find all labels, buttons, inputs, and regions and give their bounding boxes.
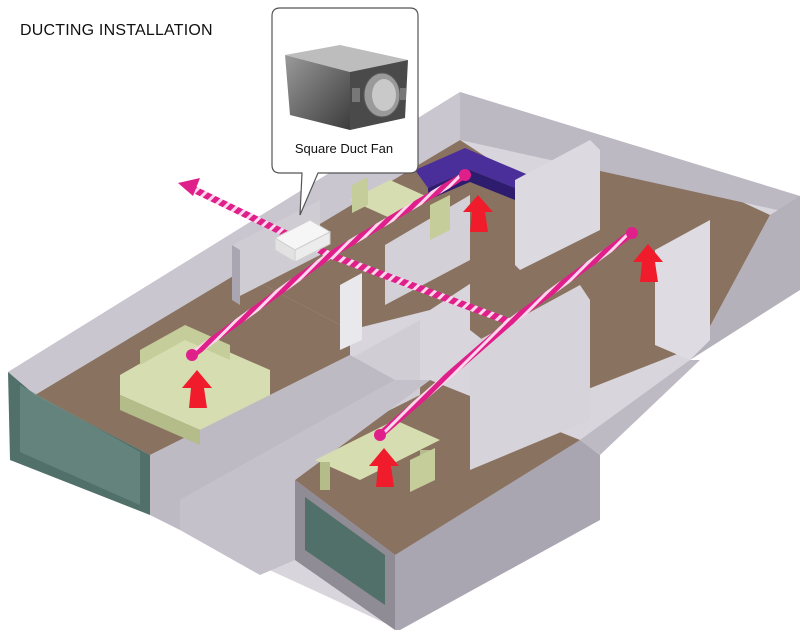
wall-partition-3 [515, 140, 600, 270]
airflow-arrow-icon [633, 244, 663, 282]
airflow-arrow-icon [182, 370, 212, 408]
kitchen-counter [415, 148, 545, 192]
diagram-title: DUCTING INSTALLATION [20, 22, 213, 39]
kitchen-chair-2 [352, 177, 368, 213]
dining-table [315, 420, 440, 480]
wall-back-right [460, 92, 800, 215]
vent-kitchen [459, 169, 471, 181]
vent-front-room [374, 429, 386, 441]
airflow-arrow-icon [369, 448, 399, 487]
airflow-arrows [182, 195, 663, 487]
vent-living [186, 349, 198, 361]
wall-front-mid [180, 380, 430, 575]
ceiling-fan-unit [273, 219, 332, 263]
duct-to-living [189, 252, 333, 358]
window-front-glass [305, 497, 385, 605]
vent-bedroom [626, 227, 638, 239]
wall-partition-1-side [232, 245, 240, 305]
window-wall-glass [20, 385, 140, 505]
exhaust-arrow-icon [178, 178, 200, 196]
callout-bubble [271, 7, 419, 216]
wall-front-right [395, 440, 600, 630]
airflow-arrow-icon [463, 195, 493, 232]
wall-front-right-top [580, 360, 700, 455]
kitchen-table [350, 180, 430, 218]
sofa-front [120, 395, 200, 445]
chair-front [410, 448, 435, 492]
duct-to-front-room [377, 319, 513, 438]
building-shell [8, 92, 800, 630]
kitchen-chair-1 [430, 195, 450, 240]
dining-table-legs [320, 462, 330, 490]
wall-door-panel [340, 273, 362, 350]
duct-to-bedroom [507, 230, 635, 325]
duct-trunk [328, 251, 512, 326]
callout-label: Square Duct Fan [294, 141, 394, 156]
duct-to-kitchen [328, 171, 467, 259]
wall-right-end [690, 196, 800, 360]
wall-front-left [150, 355, 395, 530]
wall-partition-4 [655, 220, 710, 360]
square-duct-fan-image [285, 45, 408, 130]
furniture [120, 177, 450, 492]
sofa-back [140, 325, 230, 365]
